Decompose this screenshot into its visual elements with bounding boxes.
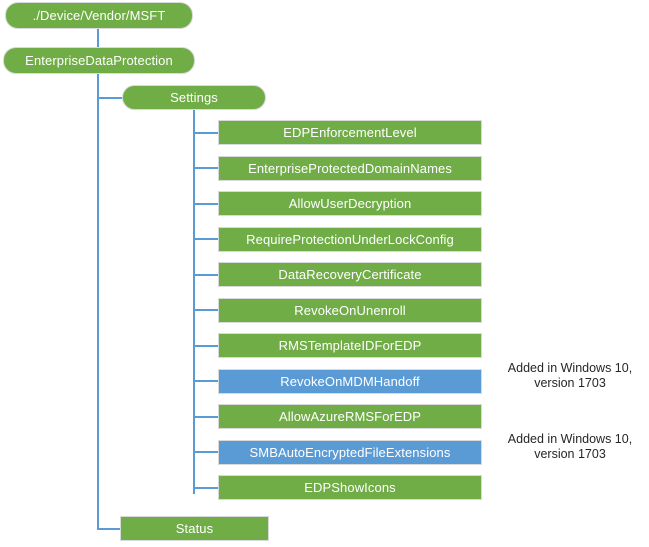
node-setting-revokeonunenroll[interactable]: RevokeOnUnenroll [218,297,482,323]
node-setting-revokeonmdmhandoff[interactable]: RevokeOnMDMHandoff [218,368,482,394]
connector-settings-row [193,415,218,418]
node-root-device-vendor-msft[interactable]: ./Device/Vendor/MSFT [5,2,193,29]
annotation-added-in-version: Added in Windows 10, version 1703 [507,360,633,390]
connector-settings-row [193,131,218,134]
connector-settings-row [193,380,218,382]
connector-trunk-main [97,28,99,529]
node-setting-edpenforcementlevel[interactable]: EDPEnforcementLevel [218,120,482,145]
connector-settings-row [193,451,218,453]
connector-settings-row [193,273,218,276]
node-setting-allowuserdecryption[interactable]: AllowUserDecryption [218,191,482,216]
connector-settings-row [193,309,218,311]
node-setting-requireprotectionunderlockconfig[interactable]: RequireProtectionUnderLockConfig [218,226,482,252]
node-setting-smbautoencryptedfileextensions[interactable]: SMBAutoEncryptedFileExtensions [218,439,482,465]
connector-settings-row [193,238,218,240]
node-setting-rmstemplateidforedp[interactable]: RMSTemplateIDForEDP [218,333,482,358]
connector-trunk-to-settings [97,97,125,99]
connector-settings-row [193,344,218,347]
node-status[interactable]: Status [120,516,269,541]
connector-trunk-to-status [97,528,123,530]
node-settings[interactable]: Settings [122,85,266,110]
node-setting-allowazurermsforedp[interactable]: AllowAzureRMSForEDP [218,404,482,429]
node-enterprise-data-protection[interactable]: EnterpriseDataProtection [3,47,195,74]
connector-settings-row [193,167,218,169]
connector-settings-row [193,202,218,205]
connector-settings-row [193,486,218,489]
annotation-added-in-version: Added in Windows 10, version 1703 [507,431,633,461]
node-setting-edpshowicons[interactable]: EDPShowIcons [218,475,482,500]
connector-trunk-settings [193,110,195,494]
node-setting-enterpriseprotecteddomainnames[interactable]: EnterpriseProtectedDomainNames [218,155,482,181]
node-setting-datarecoverycertificate[interactable]: DataRecoveryCertificate [218,262,482,287]
